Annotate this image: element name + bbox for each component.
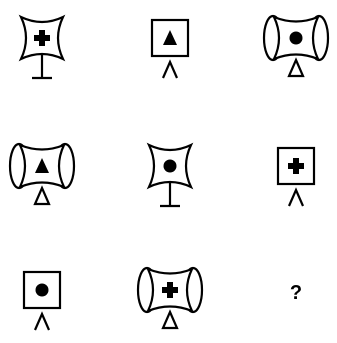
cross-symbol: [288, 158, 304, 174]
cross-symbol: [34, 30, 50, 46]
triangle-stand: [289, 60, 303, 76]
puzzle-cell-8: [138, 268, 202, 328]
triangle-stand: [35, 188, 49, 204]
puzzle-cell-7: [24, 272, 60, 330]
circle-symbol: [290, 32, 303, 45]
puzzle-cell-5: [149, 145, 191, 206]
puzzle-cell-1: [21, 17, 63, 78]
missing-answer-mark: ?: [281, 283, 311, 303]
triangle-stand: [163, 312, 177, 328]
puzzle-cell-3: [264, 16, 328, 76]
caret-stand: [289, 190, 303, 206]
caret-stand: [163, 62, 177, 78]
circle-symbol: [164, 160, 177, 173]
puzzle-cell-6: [278, 148, 314, 206]
puzzle-cell-4: [10, 144, 74, 204]
puzzle-cell-2: [152, 20, 188, 78]
circle-symbol: [36, 284, 49, 297]
caret-stand: [35, 314, 49, 330]
triangle-symbol: [163, 30, 177, 45]
